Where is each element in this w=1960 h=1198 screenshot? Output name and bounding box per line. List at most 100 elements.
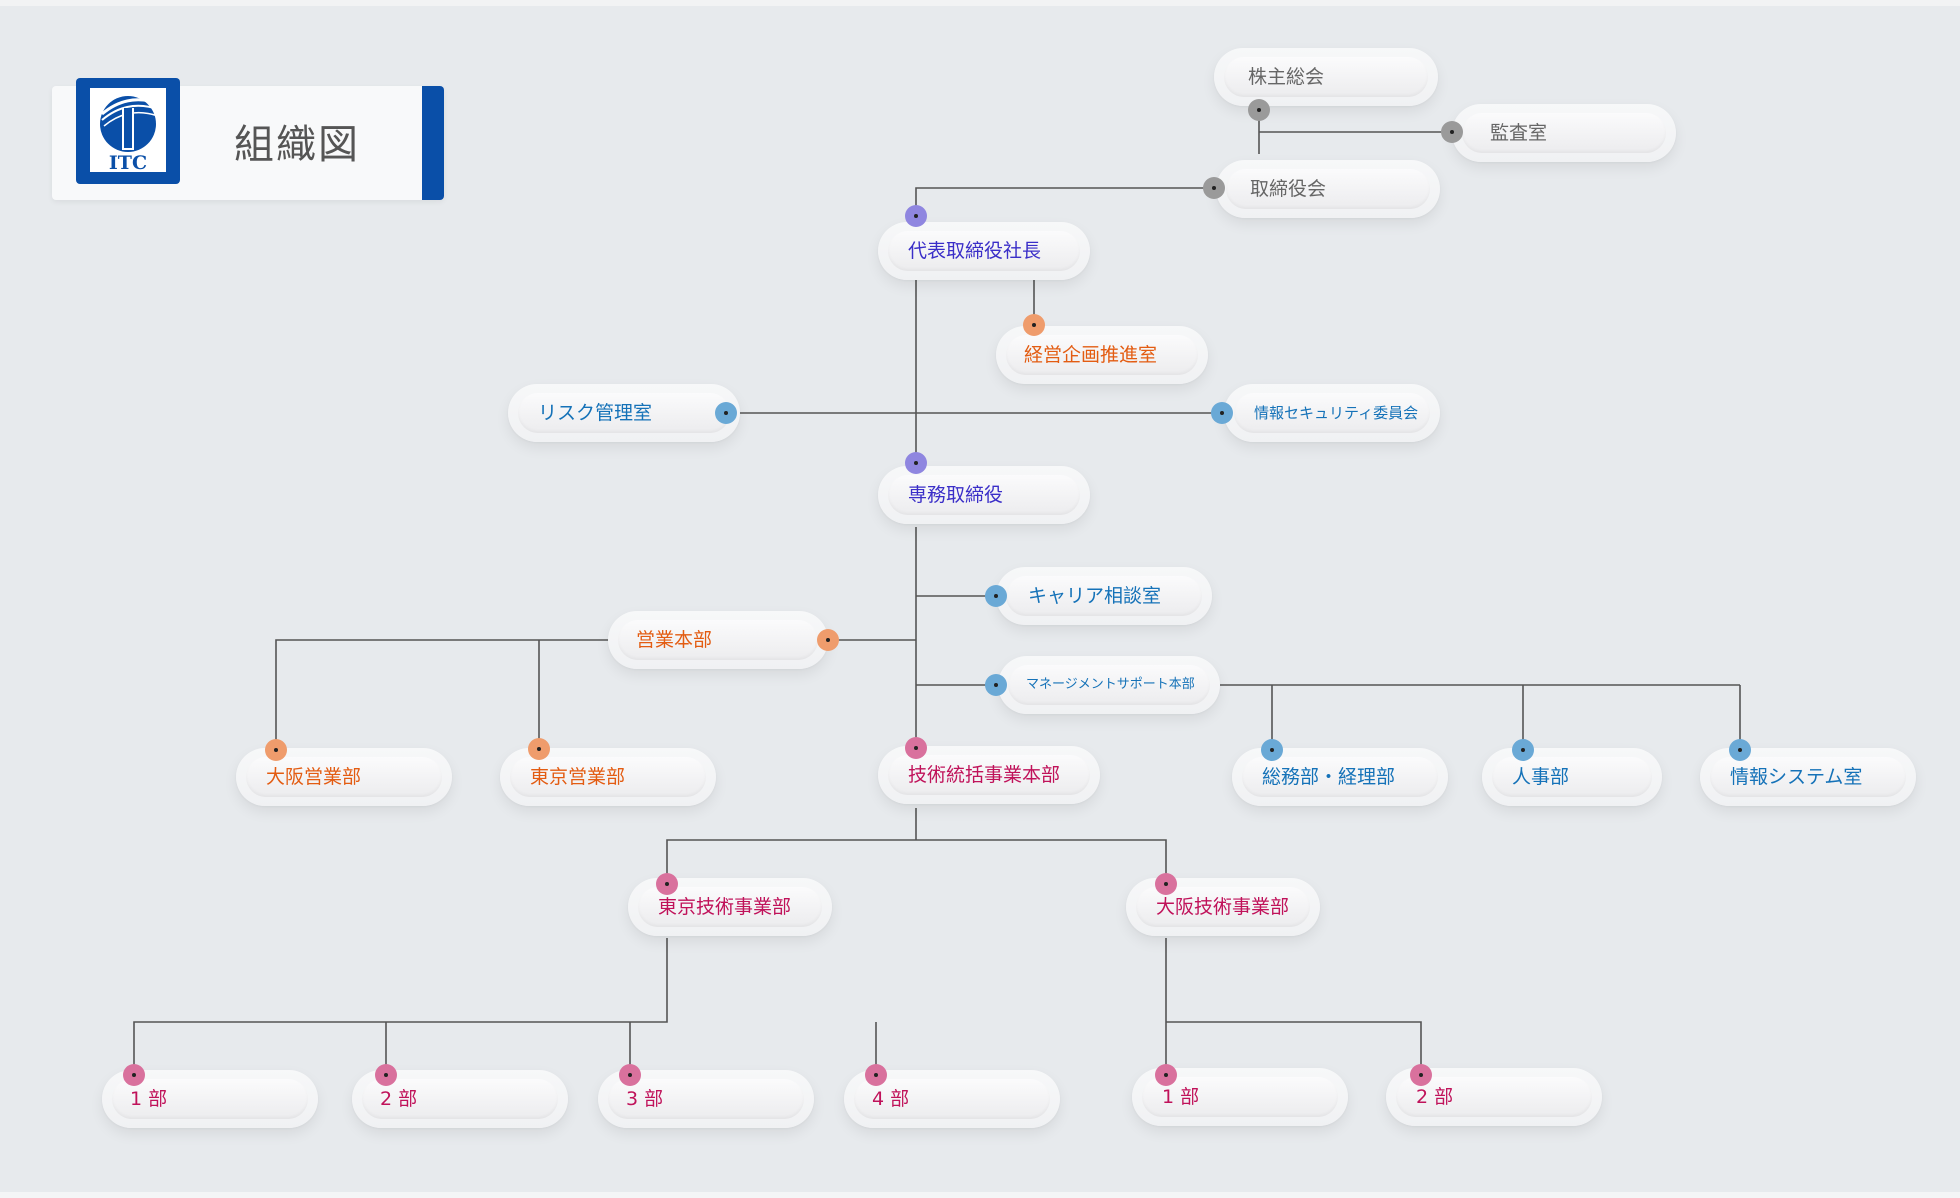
connector-dot bbox=[865, 1064, 887, 1086]
node-label: 2 部 bbox=[380, 1088, 418, 1110]
connector-dot bbox=[1211, 402, 1233, 424]
logo-text: ITC bbox=[109, 152, 147, 174]
node-label: 専務取締役 bbox=[908, 484, 1004, 506]
node-label: リスク管理室 bbox=[538, 402, 653, 424]
node-sales-hq[interactable]: 営業本部 bbox=[608, 611, 828, 669]
connector-dot bbox=[619, 1064, 641, 1086]
node-osaka-division-1[interactable]: 1 部 bbox=[1132, 1068, 1348, 1126]
node-inner bbox=[1226, 169, 1430, 209]
tokyo-tech-lines bbox=[133, 938, 877, 1074]
connector-dot bbox=[1410, 1064, 1432, 1086]
connector-dot bbox=[1261, 739, 1283, 761]
node-label: 大阪技術事業部 bbox=[1156, 896, 1290, 918]
node-inner bbox=[362, 1079, 558, 1119]
node-label: 株主総会 bbox=[1248, 66, 1325, 88]
node-inner bbox=[608, 1079, 804, 1119]
node-osaka-sales[interactable]: 大阪営業部 bbox=[236, 748, 452, 806]
node-label: 総務部・経理部 bbox=[1262, 766, 1396, 788]
node-label: 東京営業部 bbox=[530, 766, 626, 788]
connector-dot bbox=[817, 629, 839, 651]
node-inner bbox=[112, 1079, 308, 1119]
node-inner bbox=[518, 393, 730, 433]
node-inner bbox=[854, 1079, 1050, 1119]
node-label: 東京技術事業部 bbox=[658, 896, 792, 918]
osaka-tech-lines bbox=[1165, 938, 1422, 1074]
node-tokyo-division-4[interactable]: 4 部 bbox=[844, 1070, 1060, 1128]
connector-dot bbox=[1023, 314, 1045, 336]
node-inner bbox=[1710, 757, 1906, 797]
node-career-counseling[interactable]: キャリア相談室 bbox=[996, 567, 1212, 625]
connector-dot bbox=[905, 205, 927, 227]
connector-dot bbox=[985, 585, 1007, 607]
node-president[interactable]: 代表取締役社長 bbox=[878, 222, 1090, 280]
node-inner bbox=[1006, 576, 1202, 616]
node-inner bbox=[1006, 335, 1198, 375]
node-senior-managing-director[interactable]: 専務取締役 bbox=[878, 466, 1090, 524]
node-inner bbox=[246, 757, 442, 797]
shareholders-audit-line bbox=[1258, 110, 1452, 154]
connector-dot bbox=[1155, 873, 1177, 895]
node-general-affairs-accounting[interactable]: 総務部・経理部 bbox=[1232, 748, 1448, 806]
node-label: 1 部 bbox=[130, 1088, 168, 1110]
connector-dot bbox=[265, 739, 287, 761]
node-inner bbox=[888, 475, 1080, 515]
node-shareholders-meeting[interactable]: 株主総会 bbox=[1214, 48, 1438, 106]
node-tokyo-division-1[interactable]: 1 部 bbox=[102, 1070, 318, 1128]
header-accent-bar bbox=[422, 86, 444, 200]
itc-logo-icon: ITC bbox=[76, 78, 180, 184]
node-inner bbox=[618, 620, 818, 660]
connector-dot bbox=[905, 737, 927, 759]
connector-dot bbox=[1729, 739, 1751, 761]
node-label: 2 部 bbox=[1416, 1086, 1454, 1108]
node-inner bbox=[1492, 757, 1652, 797]
top-band bbox=[0, 0, 1960, 6]
connector-dot bbox=[1441, 121, 1463, 143]
board-president-line bbox=[915, 187, 1214, 215]
connector-dot bbox=[1248, 99, 1270, 121]
mgmt-dept-lines bbox=[1220, 684, 1741, 750]
page-title: 組織図 bbox=[234, 122, 360, 168]
node-inner bbox=[888, 231, 1080, 271]
node-board-of-directors[interactable]: 取締役会 bbox=[1216, 160, 1440, 218]
sales-dept-lines bbox=[275, 639, 612, 750]
node-label: 情報セキュリティ委員会 bbox=[1254, 404, 1419, 422]
node-label: 1 部 bbox=[1162, 1086, 1200, 1108]
node-corporate-planning[interactable]: 経営企画推進室 bbox=[996, 326, 1208, 384]
connector-dot bbox=[528, 738, 550, 760]
node-information-systems[interactable]: 情報システム室 bbox=[1700, 748, 1916, 806]
connector-dot bbox=[905, 452, 927, 474]
node-inner bbox=[1142, 1077, 1338, 1117]
node-management-support-hq[interactable]: マネージメントサポート本部 bbox=[998, 656, 1220, 714]
connector-dot bbox=[1155, 1064, 1177, 1086]
connector-dot bbox=[1203, 177, 1225, 199]
connector-dot bbox=[985, 674, 1007, 696]
node-inner bbox=[510, 757, 706, 797]
connector-dot bbox=[715, 402, 737, 424]
node-information-security-committee[interactable]: 情報セキュリティ委員会 bbox=[1224, 384, 1440, 442]
node-audit-office[interactable]: 監査室 bbox=[1452, 104, 1676, 162]
node-tokyo-division-3[interactable]: 3 部 bbox=[598, 1070, 814, 1128]
node-osaka-technology[interactable]: 大阪技術事業部 bbox=[1126, 878, 1320, 936]
node-label: 営業本部 bbox=[636, 629, 713, 651]
node-inner bbox=[1234, 393, 1430, 433]
node-label: マネージメントサポート本部 bbox=[1026, 677, 1195, 692]
connector-dot bbox=[375, 1064, 397, 1086]
node-human-resources[interactable]: 人事部 bbox=[1482, 748, 1662, 806]
connector-dot bbox=[1512, 739, 1534, 761]
node-label: 技術統括事業本部 bbox=[908, 764, 1061, 786]
node-tokyo-division-2[interactable]: 2 部 bbox=[352, 1070, 568, 1128]
node-label: キャリア相談室 bbox=[1028, 585, 1162, 607]
connector-dot bbox=[123, 1064, 145, 1086]
node-label: 人事部 bbox=[1512, 766, 1570, 788]
node-label: 大阪営業部 bbox=[266, 766, 362, 788]
node-label: 経営企画推進室 bbox=[1024, 344, 1158, 366]
node-inner bbox=[1008, 665, 1210, 705]
node-label: 代表取締役社長 bbox=[908, 240, 1042, 262]
node-label: 3 部 bbox=[626, 1088, 664, 1110]
connector-dot bbox=[656, 873, 678, 895]
node-osaka-division-2[interactable]: 2 部 bbox=[1386, 1068, 1602, 1126]
node-label: 監査室 bbox=[1490, 122, 1548, 144]
node-risk-management[interactable]: リスク管理室 bbox=[508, 384, 740, 442]
